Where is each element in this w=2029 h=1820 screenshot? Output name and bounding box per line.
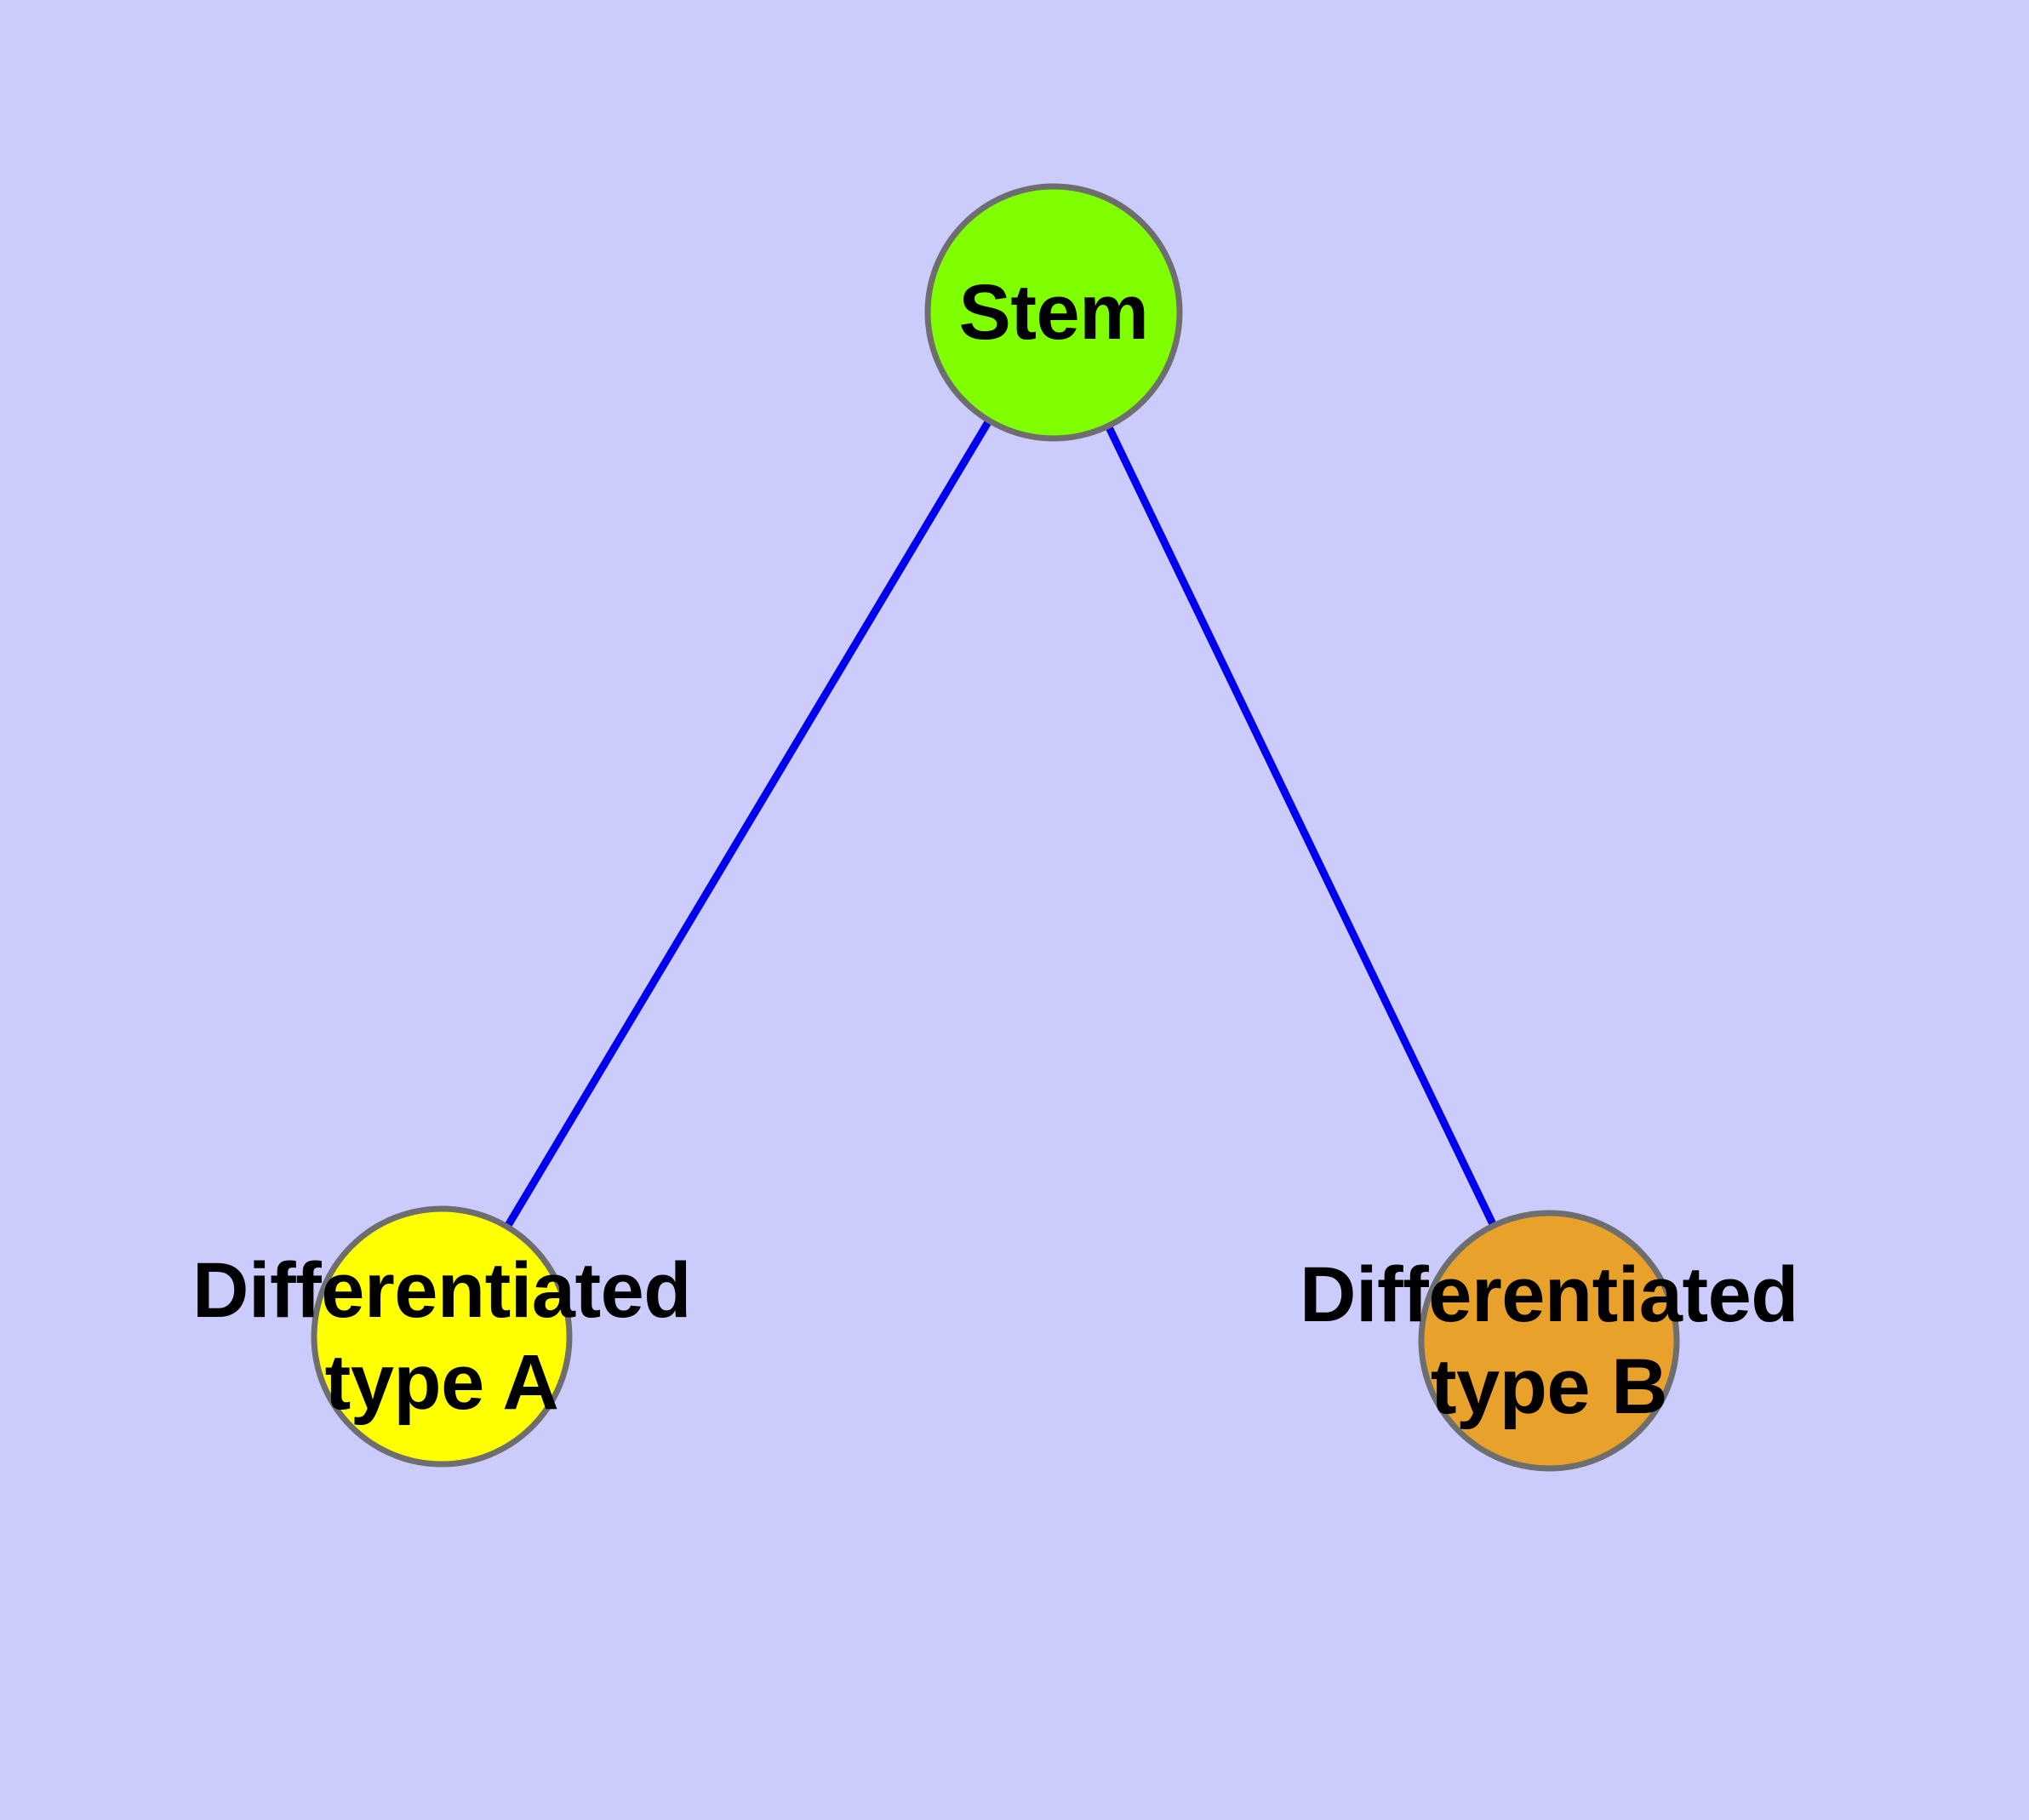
edge-layer: [438, 310, 1553, 1342]
graph-node-diff_b[interactable]: [1418, 1210, 1680, 1472]
graph-node-diff_a[interactable]: [311, 1205, 573, 1468]
graph-edge-stem-diff_a: [438, 310, 1057, 1339]
graph-node-stem[interactable]: [924, 183, 1183, 442]
node-layer: [311, 183, 1680, 1472]
graph-edge-stem-diff_b: [1049, 311, 1553, 1342]
